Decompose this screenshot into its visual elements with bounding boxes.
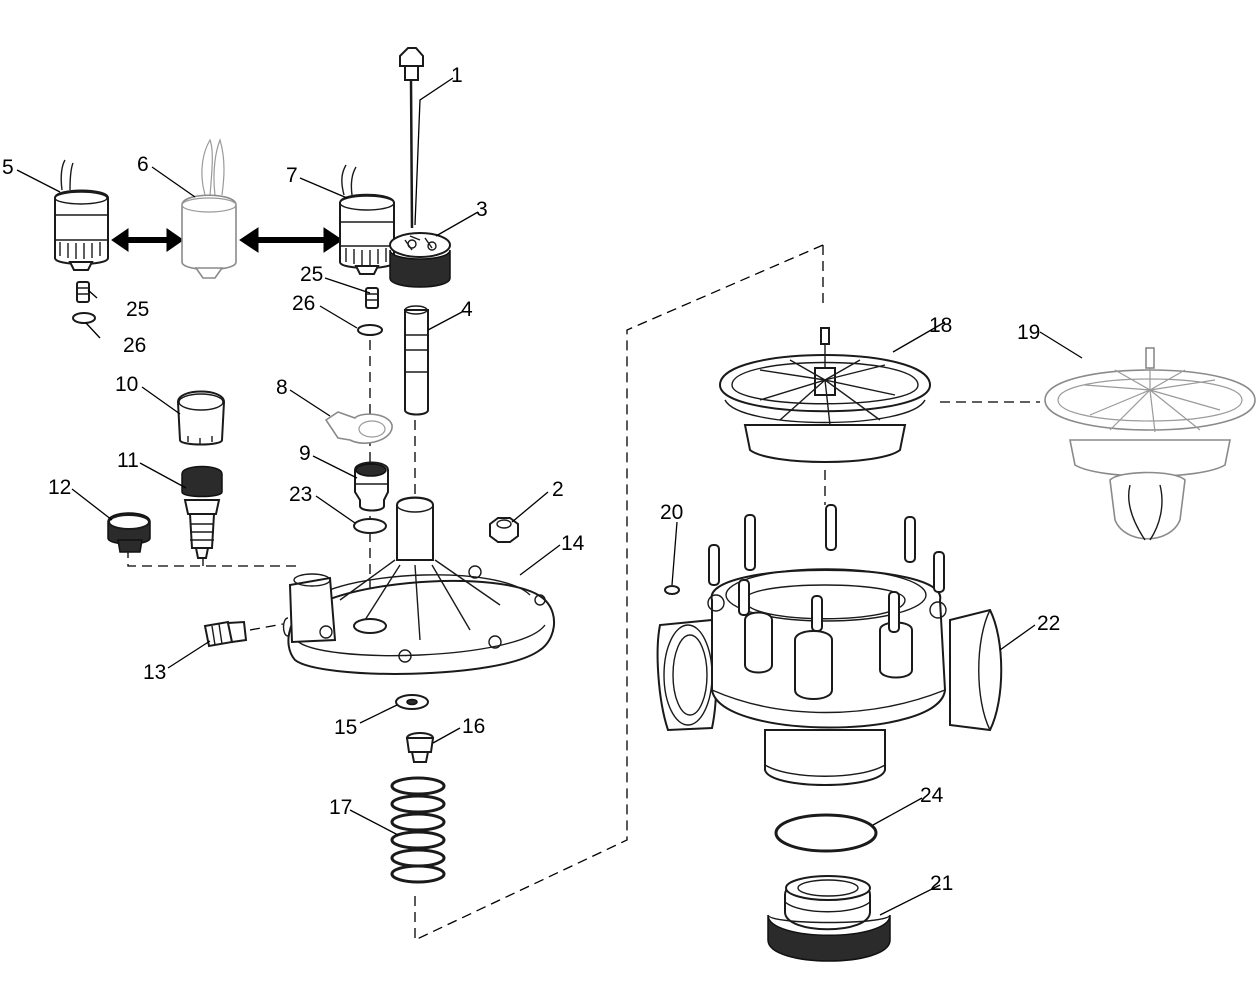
- callout-6: 6: [137, 153, 149, 176]
- callout-5: 5: [2, 156, 14, 179]
- washer-part-15: [395, 694, 429, 710]
- callout-19: 19: [1017, 321, 1040, 344]
- callout-22: 22: [1037, 612, 1060, 635]
- callout-15: 15: [334, 716, 357, 739]
- callout-16: 16: [462, 715, 485, 738]
- callout-17: 17: [329, 796, 352, 819]
- stem-part-4: [404, 305, 429, 416]
- callout-25-left: 25: [126, 298, 149, 321]
- callout-23: 23: [289, 483, 312, 506]
- bleed-screw-part-1: [399, 47, 424, 229]
- clip-part-8: [324, 411, 393, 444]
- callout-1: 1: [451, 64, 463, 87]
- fitting-part-9: [354, 461, 389, 512]
- callout-21: 21: [930, 872, 953, 895]
- callout-24: 24: [920, 784, 944, 807]
- callout-13: 13: [143, 661, 166, 684]
- callout-8: 8: [276, 376, 288, 399]
- o-ring-part-26-left: [72, 312, 96, 324]
- solenoid-part-7: [339, 164, 395, 275]
- callout-11: 11: [117, 449, 139, 472]
- spring-part-17: [390, 776, 446, 884]
- o-ring-part-26-right: [357, 324, 383, 336]
- nut-part-2: [489, 517, 519, 543]
- cartridge-part-11: [181, 465, 223, 559]
- o-ring-part-24: [774, 813, 878, 853]
- fitting-part-13: [203, 620, 248, 648]
- callout-4: 4: [461, 298, 473, 321]
- solenoid-part-6: [181, 138, 237, 279]
- diaphragm-part-18: [718, 327, 932, 463]
- callout-7: 7: [286, 164, 298, 187]
- o-ring-part-23: [353, 518, 387, 534]
- interchange-arrows: [111, 227, 343, 253]
- solenoid-part-5: [54, 159, 109, 271]
- callout-20: 20: [660, 501, 683, 524]
- plug-part-12: [107, 512, 151, 553]
- callout-14: 14: [561, 532, 585, 555]
- callout-2: 2: [552, 478, 564, 501]
- fitting-part-25-left: [76, 281, 90, 303]
- callout-labels: 1 2 3 4 5 6 7 8 9 10 11 12 13 14 15 16 1…: [2, 64, 1060, 895]
- diaphragm-assembly-part-19: [1044, 347, 1256, 541]
- fitting-part-25-right: [365, 287, 379, 309]
- callout-25-right: 25: [300, 263, 323, 286]
- valve-body-part-22: [656, 504, 1003, 786]
- callout-18: 18: [929, 314, 952, 337]
- screw-part-16: [405, 732, 435, 763]
- fitting-part-20: [664, 585, 680, 595]
- callout-26-left: 26: [123, 334, 146, 357]
- bottom-cap-part-21: [767, 875, 891, 962]
- callout-3: 3: [476, 198, 488, 221]
- callout-9: 9: [299, 442, 311, 465]
- callout-10: 10: [115, 373, 138, 396]
- callout-26-right: 26: [292, 292, 315, 315]
- flow-selector-part-3: [389, 232, 451, 288]
- bonnet-part-14: [282, 496, 556, 675]
- cap-part-10: [176, 390, 226, 446]
- callout-12: 12: [48, 476, 71, 499]
- leader-lines: [16, 77, 1083, 916]
